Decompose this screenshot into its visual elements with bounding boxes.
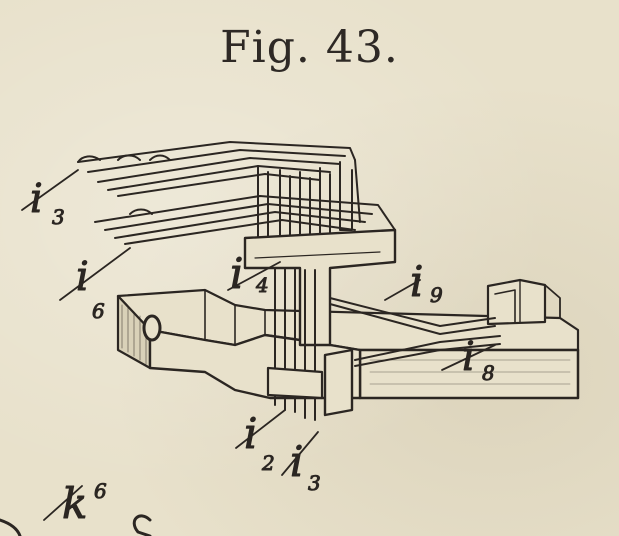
leader-lines — [21, 169, 496, 521]
svg-text:6: 6 — [92, 299, 105, 323]
svg-text:2: 2 — [261, 451, 275, 475]
svg-text:i: i — [30, 176, 43, 222]
label-i2: i 2 — [244, 409, 276, 476]
label-i6: i 6 — [76, 254, 106, 324]
cut-off-glyph — [132, 514, 152, 536]
central-stem — [243, 228, 397, 421]
svg-text:3: 3 — [52, 205, 65, 229]
figure-title: Fig. 43. — [220, 22, 399, 73]
label-i9: i 9 — [410, 257, 444, 308]
svg-text:k: k — [62, 479, 87, 528]
angled-springs — [329, 297, 501, 367]
label-i3-bottom: i 3 — [290, 437, 322, 496]
svg-text:4: 4 — [255, 273, 269, 297]
svg-text:i: i — [290, 437, 303, 486]
svg-text:i: i — [230, 249, 243, 298]
svg-text:i: i — [76, 254, 89, 300]
spring-stack — [77, 141, 396, 247]
label-i8: i 8 — [462, 334, 496, 386]
label-i3-top: i 3 — [30, 176, 66, 230]
base-block — [116, 278, 580, 400]
svg-text:i: i — [462, 334, 475, 380]
svg-text:8: 8 — [482, 361, 495, 385]
label-k6: k 6 — [62, 479, 108, 529]
svg-text:i: i — [244, 409, 257, 458]
label-i4: i 4 — [230, 249, 270, 299]
svg-text:6: 6 — [94, 479, 107, 503]
svg-text:3: 3 — [308, 471, 321, 495]
cut-off-curve — [0, 518, 22, 536]
svg-text:9: 9 — [430, 283, 443, 307]
svg-text:i: i — [410, 257, 423, 306]
